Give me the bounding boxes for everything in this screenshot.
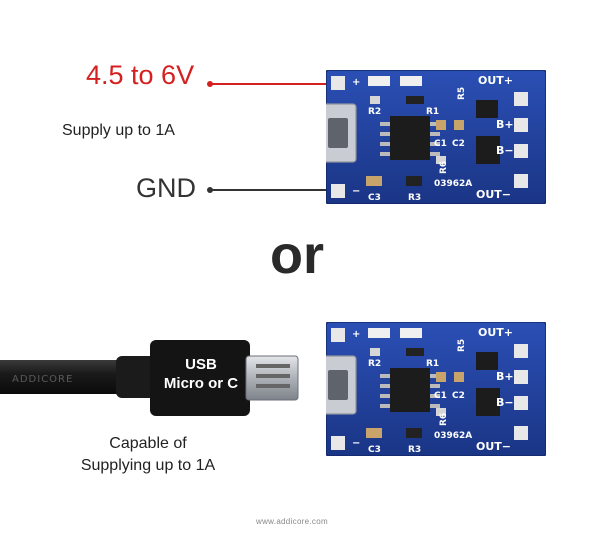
capacitor-c3: [366, 176, 382, 186]
silk-out-plus: OUT+: [478, 74, 513, 87]
silk-c2: C2: [452, 391, 465, 401]
pad-b-plus: [514, 370, 528, 384]
pad-minus: [331, 184, 345, 198]
gnd-label: GND: [136, 173, 196, 203]
charger-board-bottom: + − OUT+ B+ B− OUT− R2 R1 R5 C1 C2 R6 C3…: [326, 322, 546, 456]
resistor-r2: [370, 96, 380, 104]
silk-part-no: 03962A: [434, 431, 472, 441]
silk-c1: C1: [434, 139, 447, 149]
resistor-r1: [406, 348, 424, 356]
capacitor-c2: [454, 120, 464, 130]
ground-wire-end: [207, 187, 213, 193]
capacitor-c1: [436, 120, 446, 130]
silk-plus: +: [352, 77, 360, 88]
led-red: [368, 76, 390, 86]
silk-c1: C1: [434, 391, 447, 401]
ground-wire: [211, 189, 336, 191]
resistor-r6: [436, 156, 446, 164]
pad-plus: [331, 76, 345, 90]
usb-cable: ADDICORE: [0, 340, 299, 416]
silk-b-minus: B−: [496, 144, 514, 157]
silk-r5: R5: [457, 87, 467, 100]
resistor-r1: [406, 96, 424, 104]
pad-b-minus: [514, 144, 528, 158]
charger-board-top: + − OUT+ B+ B− OUT− R2 R1 R5 C1 C2 R6 C3…: [326, 70, 546, 204]
usb-label-line1: USB: [185, 356, 217, 373]
capacitor-c2: [454, 372, 464, 382]
pad-out-minus: [514, 174, 528, 188]
silk-minus: −: [352, 186, 360, 197]
led-blue: [400, 328, 422, 338]
capacitor-c1: [436, 372, 446, 382]
resistor-r3: [406, 428, 422, 438]
mosfet-ic: [476, 136, 500, 164]
supply-note: Supply up to 1A: [62, 122, 175, 139]
silk-r3: R3: [408, 445, 421, 455]
charger-ic: [390, 116, 430, 160]
silk-r3: R3: [408, 193, 421, 203]
silk-out-plus: OUT+: [478, 326, 513, 339]
silk-r5: R5: [457, 339, 467, 352]
micro-usb-opening: [328, 118, 348, 148]
led-red: [368, 328, 390, 338]
protection-ic: [476, 352, 498, 370]
website-credit: www.addicore.com: [256, 517, 328, 526]
silk-c3: C3: [368, 445, 381, 455]
silk-out-minus: OUT−: [476, 188, 511, 201]
silk-c2: C2: [452, 139, 465, 149]
led-blue: [400, 76, 422, 86]
silk-part-no: 03962A: [434, 179, 472, 189]
pad-minus: [331, 436, 345, 450]
resistor-r3: [406, 176, 422, 186]
resistor-r6: [436, 408, 446, 416]
capacitor-c3: [366, 428, 382, 438]
silk-c3: C3: [368, 193, 381, 203]
silk-r1: R1: [426, 359, 439, 369]
usb-plug-housing: [150, 340, 250, 416]
mosfet-ic: [476, 388, 500, 416]
positive-wire-end: [207, 81, 213, 87]
input-voltage-label: 4.5 to 6V: [86, 60, 195, 90]
protection-ic: [476, 100, 498, 118]
silk-r6: R6: [439, 161, 449, 174]
silk-out-minus: OUT−: [476, 440, 511, 453]
silk-plus: +: [352, 329, 360, 340]
micro-usb-opening: [328, 370, 348, 400]
pad-plus: [331, 328, 345, 342]
usb-plug-label: USB Micro or C: [155, 356, 247, 394]
resistor-r2: [370, 348, 380, 356]
pad-out-minus: [514, 426, 528, 440]
silk-b-plus: B+: [496, 118, 514, 131]
or-divider: or: [270, 225, 324, 285]
usb-label-line2: Micro or C: [163, 374, 239, 392]
cable-brand-text: ADDICORE: [12, 374, 73, 385]
cable-cord: [0, 360, 120, 394]
silk-minus: −: [352, 438, 360, 449]
pad-out-plus: [514, 92, 528, 106]
silk-r2: R2: [368, 107, 381, 117]
pad-b-minus: [514, 396, 528, 410]
capable-line1: Capable of: [109, 435, 187, 452]
silk-r1: R1: [426, 107, 439, 117]
silk-b-plus: B+: [496, 370, 514, 383]
capable-caption: Capable of Supplying up to 1A: [30, 433, 266, 478]
charger-ic: [390, 368, 430, 412]
cable-strain-relief: [116, 356, 156, 398]
silk-r6: R6: [439, 413, 449, 426]
pad-out-plus: [514, 344, 528, 358]
silk-b-minus: B−: [496, 396, 514, 409]
pad-b-plus: [514, 118, 528, 132]
capable-line2: Supplying up to 1A: [80, 457, 216, 475]
positive-wire: [211, 83, 336, 85]
silk-r2: R2: [368, 359, 381, 369]
